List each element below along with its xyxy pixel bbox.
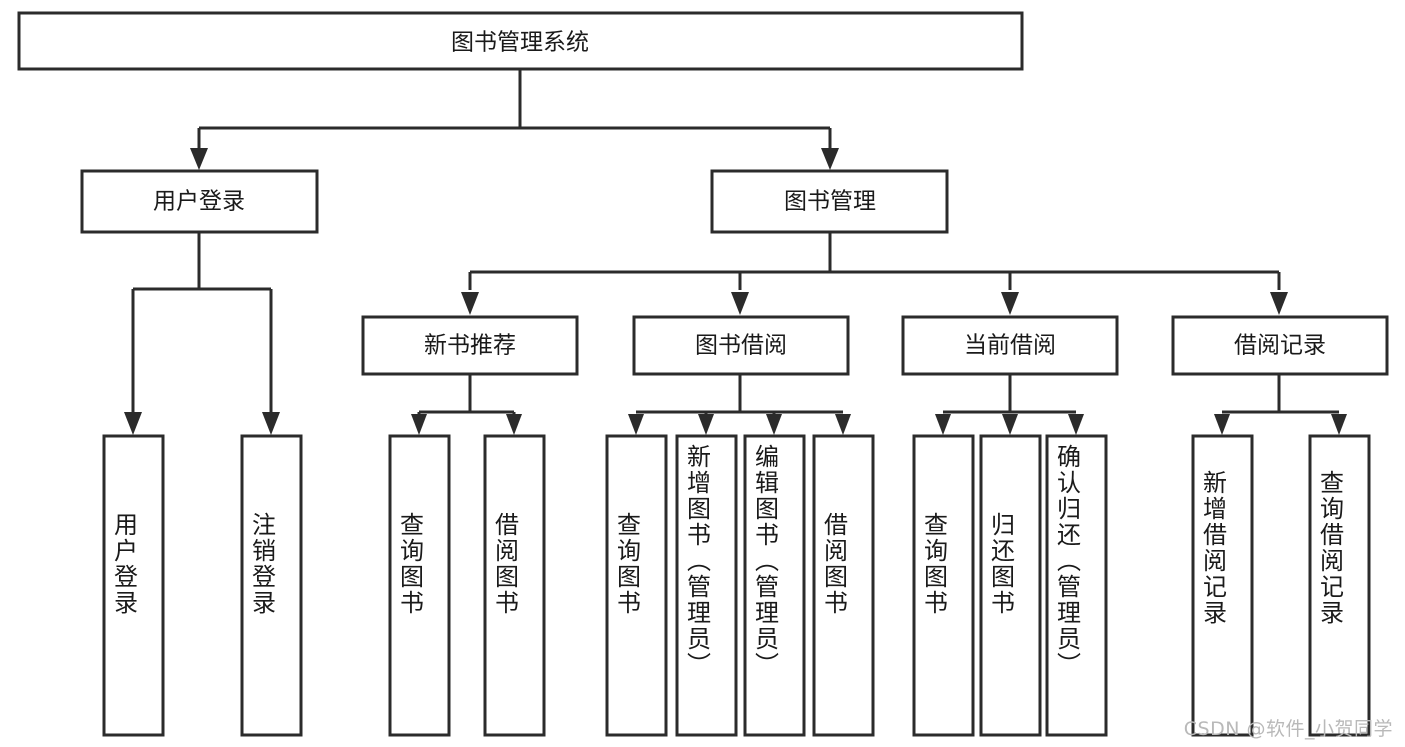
leaf-box-query-book-3[interactable] xyxy=(912,434,975,737)
leaf-box-add-record[interactable] xyxy=(1191,434,1254,737)
arrowhead-book-borrow xyxy=(731,292,749,315)
leaf-box-query-book-1[interactable] xyxy=(388,434,451,737)
leaf-box-query-book-2[interactable] xyxy=(605,434,668,737)
arrowhead-bookborrow-leaf3 xyxy=(766,414,782,435)
node-user-login-label: 用户登录 xyxy=(153,189,245,215)
arrowhead-bookborrow-leaf4 xyxy=(835,414,851,435)
csdn-watermark: CSDN @软件_小贺同学 xyxy=(1183,718,1393,740)
node-book-manage-label: 图书管理 xyxy=(784,189,876,215)
arrowhead-current-borrow xyxy=(1001,292,1019,315)
node-user-login-box[interactable] xyxy=(80,169,319,234)
node-book-borrow-label: 图书借阅 xyxy=(695,333,787,359)
arrowhead-newbook-leaf1 xyxy=(411,414,427,435)
arrowhead-bookborrow-leaf1 xyxy=(628,414,644,435)
arrowhead-book-manage xyxy=(821,148,839,170)
leaf-box-borrow-book-2[interactable] xyxy=(812,434,875,737)
arrowhead-leaf-user-login xyxy=(124,412,142,435)
node-borrow-record-box[interactable] xyxy=(1171,315,1389,376)
node-current-borrow-box[interactable] xyxy=(901,315,1119,376)
leaf-box-confirm-return[interactable] xyxy=(1045,434,1108,737)
arrowhead-borrowrecord-leaf2 xyxy=(1331,414,1347,435)
node-borrow-record[interactable]: 借阅记录 xyxy=(1171,315,1389,376)
arrowhead-new-book xyxy=(461,292,479,315)
arrowhead-bookborrow-leaf2 xyxy=(698,414,714,435)
leaf-box-user-login[interactable] xyxy=(102,434,165,737)
node-current-borrow[interactable]: 当前借阅 xyxy=(901,315,1119,376)
node-borrow-record-label: 借阅记录 xyxy=(1234,333,1326,359)
node-root-box[interactable] xyxy=(17,11,1024,71)
arrowhead-leaf-logout xyxy=(262,412,280,435)
leaf-box-add-book[interactable] xyxy=(675,434,738,737)
node-user-login[interactable]: 用户登录 xyxy=(80,169,319,234)
node-new-book-rec-box[interactable] xyxy=(361,315,579,376)
leaf-box-borrow-book-1[interactable] xyxy=(483,434,546,737)
arrowhead-currentborrow-leaf3 xyxy=(1068,414,1084,435)
node-root[interactable]: 图书管理系统 xyxy=(17,11,1024,71)
leaf-boxes xyxy=(102,434,1371,737)
arrowhead-borrow-record xyxy=(1270,292,1288,315)
arrowhead-currentborrow-leaf1 xyxy=(935,414,951,435)
node-book-manage-box[interactable] xyxy=(710,169,949,234)
node-book-borrow-box[interactable] xyxy=(632,315,850,376)
node-current-borrow-label: 当前借阅 xyxy=(964,333,1056,359)
arrowhead-borrowrecord-leaf1 xyxy=(1214,414,1230,435)
arrowhead-currentborrow-leaf2 xyxy=(1002,414,1018,435)
leaf-box-query-record[interactable] xyxy=(1308,434,1371,737)
node-book-manage[interactable]: 图书管理 xyxy=(710,169,949,234)
arrowhead-newbook-leaf2 xyxy=(506,414,522,435)
node-new-book-rec[interactable]: 新书推荐 xyxy=(361,315,579,376)
connectors xyxy=(124,70,1347,435)
leaf-box-logout[interactable] xyxy=(240,434,303,737)
leaf-box-return-book[interactable] xyxy=(979,434,1042,737)
leaf-box-edit-book[interactable] xyxy=(743,434,806,737)
node-root-label: 图书管理系统 xyxy=(451,30,589,56)
node-new-book-rec-label: 新书推荐 xyxy=(424,333,516,359)
node-book-borrow[interactable]: 图书借阅 xyxy=(632,315,850,376)
arrowhead-user-login xyxy=(190,148,208,170)
